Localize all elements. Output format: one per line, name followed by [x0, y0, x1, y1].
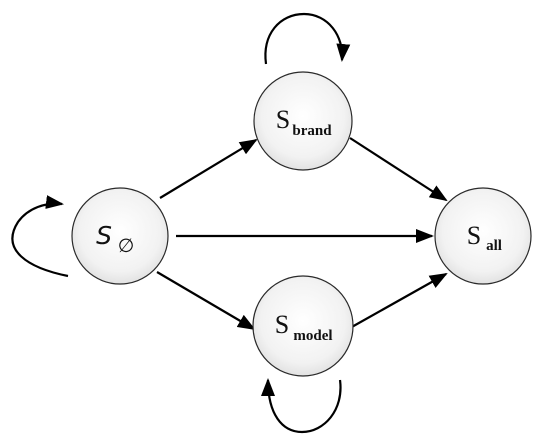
- node-s-brand-subscript: brand: [292, 123, 332, 139]
- node-s-all-subscript: all: [486, 238, 502, 254]
- node-s-all: S all: [434, 187, 532, 285]
- self-loop-empty: [11, 195, 69, 278]
- node-s-all-label: S: [467, 221, 481, 250]
- node-s-model-label: S: [275, 310, 289, 339]
- edge-empty-to-brand: [159, 138, 258, 199]
- node-s-brand: S brand: [253, 71, 353, 171]
- node-s-empty-label: S: [96, 221, 112, 250]
- self-loop-model: [261, 378, 342, 434]
- node-s-model-subscript: model: [293, 328, 332, 344]
- node-s-empty-subscript: ∅: [118, 235, 135, 257]
- node-s-brand-label: S: [276, 105, 290, 134]
- edge-empty-to-model: [156, 271, 256, 331]
- edge-model-to-all: [349, 273, 448, 329]
- node-s-empty: S ∅: [71, 187, 169, 285]
- edge-brand-to-all: [349, 137, 448, 202]
- node-s-model: S model: [252, 275, 354, 377]
- self-loop-brand: [264, 12, 351, 65]
